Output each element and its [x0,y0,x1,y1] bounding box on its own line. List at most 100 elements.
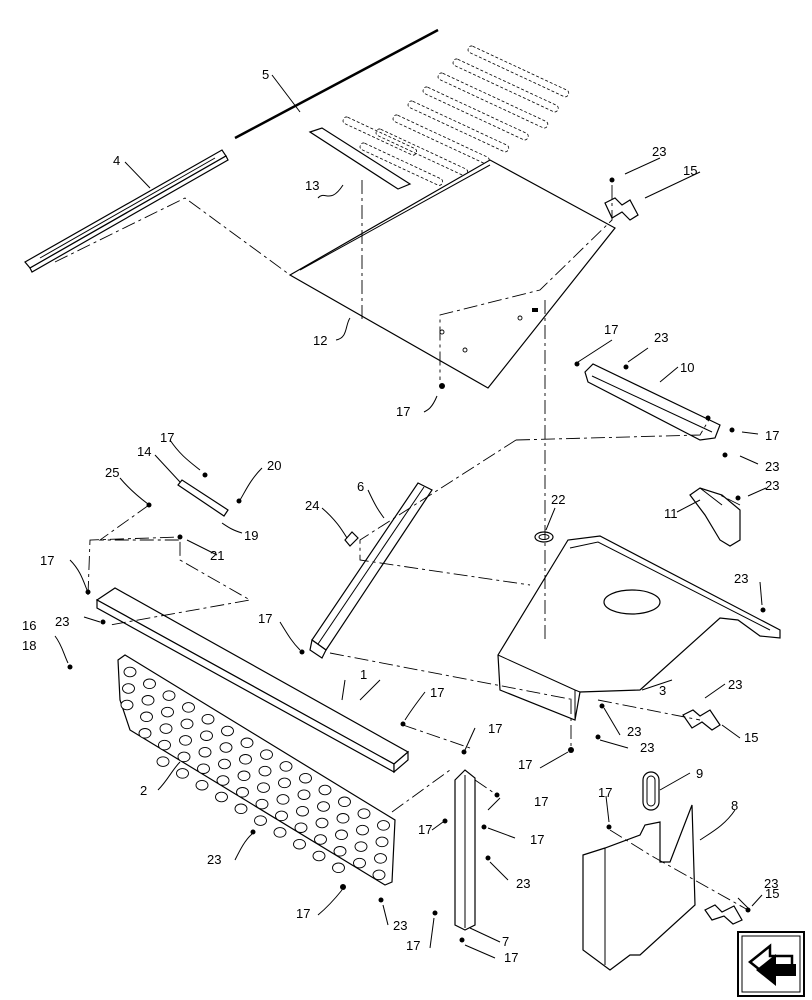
perforation-hole [221,725,234,737]
perforation-hole [299,772,312,784]
perforation-hole [177,751,191,763]
callout-1: 1 [360,667,367,682]
callout-5: 5 [262,67,269,82]
part-22-grommet [534,531,554,543]
callout-17-l: 17 [296,906,310,921]
perforation-hole [218,758,231,770]
perforation-hole [294,822,308,833]
callout-18: 18 [22,638,36,653]
callout-22: 22 [551,492,565,507]
callout-25: 25 [105,465,119,480]
perforation-hole [215,791,228,803]
callout-23-k: 23 [640,740,654,755]
perforation-hole [219,742,233,753]
perforation-hole [216,775,230,786]
callout-17-i: 17 [534,794,548,809]
part-7-post [454,769,476,931]
callout-17-o: 17 [518,757,532,772]
perforation-hole [254,815,267,826]
callout-17-b: 17 [604,322,618,337]
part-8-side-shield [582,804,696,971]
fastener-dots [67,177,766,943]
callout-23-f: 23 [516,876,530,891]
callout-3: 3 [659,683,666,698]
callout-10: 10 [680,360,694,375]
perforation-hole [201,713,215,725]
panel-perforations [120,666,390,881]
callout-23-i: 23 [728,677,742,692]
perforation-hole [375,836,389,848]
next-page-arrow-icon[interactable] [737,931,805,997]
perforation-hole [141,695,155,706]
perforation-hole [260,749,273,760]
perforation-hole [338,796,351,808]
perforation-hole [236,787,249,798]
callout-4: 4 [113,153,120,168]
perforation-hole [372,869,386,881]
callout-16: 16 [22,618,36,633]
callout-labels: 5 4 13 12 23 15 17 17 23 10 17 23 23 11 … [22,67,779,965]
perforation-hole [317,801,330,812]
perforation-hole [120,699,134,711]
callout-17-d: 17 [160,430,174,445]
callout-23-b: 23 [654,330,668,345]
callout-24: 24 [305,498,319,513]
perforation-hole [276,794,290,805]
part-15-bracket-mid [682,709,721,731]
callout-23-h: 23 [393,918,407,933]
perforation-hole [314,834,327,845]
perforation-hole [336,813,350,824]
perforation-hole [180,718,194,730]
perforation-hole [279,761,293,772]
callout-23-m: 23 [764,876,778,891]
perforation-hole [258,765,272,777]
part-3-shield [497,535,781,721]
part-13-strip [308,127,412,190]
callout-17-e: 17 [40,553,54,568]
perforation-hole [312,850,326,862]
callout-14: 14 [137,444,151,459]
perforation-hole [273,827,287,838]
callout-11: 11 [664,506,678,521]
perforation-hole [275,810,288,822]
part-6-tube [309,482,433,659]
part-9-seal [642,771,660,811]
callout-23-l: 23 [734,571,748,586]
callout-7: 7 [502,934,509,949]
callout-12: 12 [313,333,327,348]
callout-15-c: 15 [765,886,779,901]
perforation-hole [198,746,212,758]
callout-20: 20 [267,458,281,473]
callout-23-a: 23 [652,144,666,159]
perforation-hole [123,666,137,678]
perforation-hole [297,789,311,800]
perforation-hole [143,678,156,690]
part-4-hinge-bar [24,149,229,273]
perforation-hole [200,730,213,741]
callout-15-a: 15 [683,163,697,178]
callout-21: 21 [210,548,224,563]
part-10-bar [584,363,721,441]
perforation-hole [377,820,390,831]
part-15-bracket-top [604,197,639,221]
perforation-hole [240,737,254,749]
perforation-hole [353,857,366,869]
perforation-hole [156,756,170,767]
callout-17-f: 17 [258,611,272,626]
part-15-bracket-low [704,904,743,925]
perforation-hole [237,770,251,782]
callout-17-c: 17 [765,428,779,443]
perforation-hole [234,803,248,815]
callout-17-h: 17 [488,721,502,736]
callout-17-a: 17 [396,404,410,419]
perforation-hole [332,862,345,874]
part-5-rod [234,28,439,140]
perforation-hole [374,853,387,864]
perforation-hole [197,763,210,774]
perforation-hole [354,841,368,852]
perforation-hole [357,808,371,819]
perforation-hole [315,817,329,829]
callout-17-j: 17 [418,822,432,837]
perforation-hole [257,782,270,793]
